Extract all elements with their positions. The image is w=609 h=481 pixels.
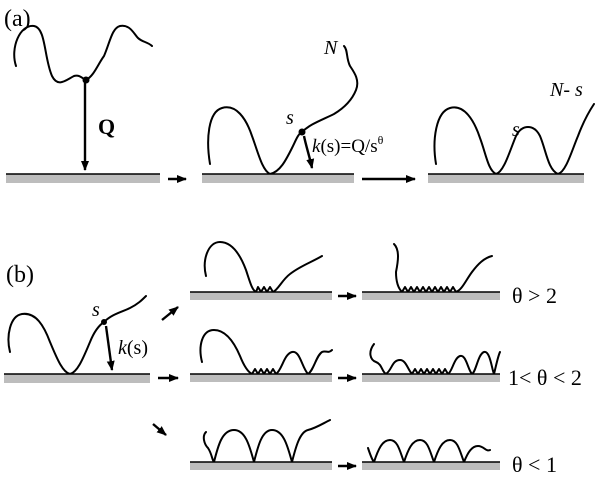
initial-monomer-point: [101, 319, 107, 325]
surface-b3: [190, 374, 332, 382]
free-chain: [13, 24, 153, 84]
double-attached-chain: [433, 103, 595, 175]
initial-binding-arrow: [104, 325, 115, 371]
surface-b0: [4, 374, 150, 383]
monomer-s-point: [298, 128, 306, 136]
initial-s-label: s: [92, 299, 100, 321]
row2-chain-second: [369, 343, 501, 375]
remaining-length-label: N- s: [549, 79, 583, 101]
row1-chain-second: [393, 243, 493, 293]
initial-chain: [7, 312, 105, 375]
initial-rate-label: k(s): [118, 337, 148, 359]
surface-b1: [190, 292, 332, 300]
surface-b2: [362, 292, 500, 300]
surface-b6: [362, 462, 500, 470]
attached-chain: [207, 106, 303, 175]
dangling-chain: [301, 45, 359, 133]
row1-chain-first: [203, 241, 323, 293]
surface-a2: [202, 174, 354, 183]
surface-a3: [428, 174, 584, 183]
row3-chain-first: [202, 419, 331, 463]
monomer-s-label: s: [286, 107, 294, 129]
chain-length-N-label: N: [323, 37, 339, 59]
rate-formula: k(s)=Q/sθ: [312, 133, 384, 157]
panel-b: (b) s k(s) θ > 2 1< θ < 2: [4, 241, 582, 477]
adsorbed-s-label: s: [512, 119, 520, 141]
regime-high-label: θ > 2: [512, 283, 557, 308]
panel-b-label: (b): [6, 262, 34, 288]
rate-Q-label: Q: [98, 114, 115, 139]
attachment-point: [82, 76, 90, 84]
binding-arrow: [302, 135, 315, 169]
surface-b4: [362, 374, 500, 382]
branch-arrow-up: [161, 306, 179, 321]
regime-low-label: θ < 1: [512, 452, 557, 477]
initial-dangling-chain: [103, 295, 147, 323]
surface-a1: [6, 174, 160, 183]
row2-chain-first: [199, 329, 333, 375]
panel-a: (a) Q s N k(s)=Q/sθ s N- s: [4, 6, 595, 183]
branch-arrow-down: [152, 423, 167, 436]
regime-mid-label: 1< θ < 2: [508, 365, 582, 390]
row3-chain-second: [367, 439, 491, 463]
surface-b5: [190, 462, 332, 470]
